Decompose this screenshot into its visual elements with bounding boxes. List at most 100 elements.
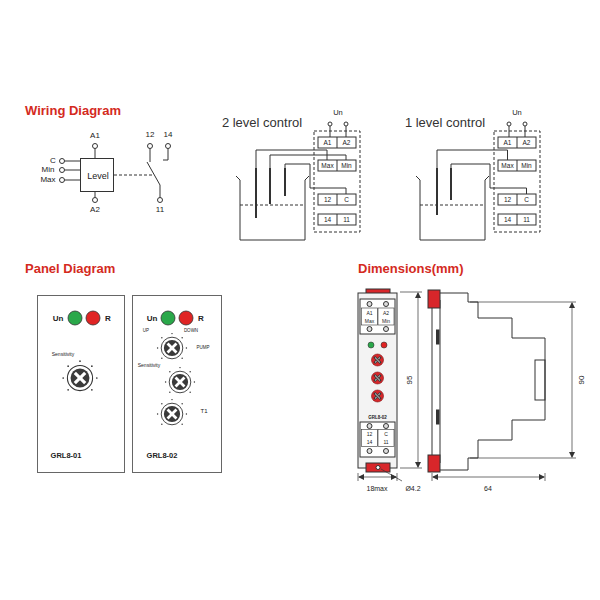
one-level-wiring (498, 137, 536, 148)
two-level-wiring (318, 214, 356, 225)
node-text: Un (147, 315, 158, 323)
relay-panel: UnRUPDOWNPUMPSensitivityT1GRL8-02 (132, 295, 222, 473)
level-box: Level (80, 158, 114, 192)
dimension-lines (470, 302, 576, 303)
dimension-lines (572, 303, 573, 457)
level-wiring (148, 144, 153, 149)
level-wiring (95, 192, 96, 198)
level-wiring (93, 144, 98, 149)
terminal-name: Max (40, 176, 55, 184)
supply-label: Un (512, 109, 522, 117)
one-level-wiring (498, 214, 536, 225)
node-text: Level (87, 172, 109, 181)
dimension-lines (400, 468, 422, 469)
model-name: GRL8-02 (368, 416, 387, 421)
dimension-lines (545, 473, 546, 481)
one-level-wiring (416, 176, 489, 240)
terminal-name: Min (42, 166, 55, 174)
terminal-name: A2 (523, 139, 531, 146)
level-wiring (160, 185, 161, 198)
dimension: 18max (366, 485, 387, 492)
sensitivity-dial (62, 360, 97, 390)
one-level-wiring (525, 126, 526, 137)
terminal-name: 12 (367, 432, 373, 437)
terminal-name: A2 (343, 139, 351, 146)
side-view (428, 290, 440, 308)
two-level-wiring (346, 126, 347, 137)
front-view (362, 430, 378, 447)
level-wiring (60, 159, 65, 164)
two-level-wiring (330, 126, 331, 137)
level-wiring (95, 149, 96, 159)
node-text: UP (143, 329, 149, 334)
mode-dial (157, 333, 187, 359)
terminal-name: 12 (146, 131, 155, 139)
dimension: Ø4.2 (405, 485, 420, 492)
green-led (161, 311, 175, 325)
front-view (372, 354, 384, 366)
dimension: 64 (484, 485, 492, 492)
node-text: Sensitivity (138, 363, 161, 368)
level-wiring (147, 162, 160, 185)
red-led (179, 311, 193, 325)
node-text: R (105, 315, 111, 323)
terminal-name: 12 (504, 196, 511, 203)
dimension: 95 (406, 375, 414, 386)
terminal-name: 11 (343, 216, 350, 223)
time-dial (157, 399, 187, 425)
front-view (367, 449, 372, 454)
terminal-name: 14 (164, 131, 173, 139)
dimension: 90 (578, 375, 586, 386)
one-level-wiring (437, 150, 508, 168)
front-view (384, 449, 389, 454)
level-wiring (60, 178, 65, 183)
one-level-wiring (416, 122, 540, 240)
side-view (437, 410, 440, 424)
front-view (367, 327, 372, 332)
green-led (68, 311, 82, 325)
level-wiring (93, 198, 98, 203)
front-view (372, 390, 384, 402)
level-wiring (60, 144, 171, 203)
level-wiring (168, 149, 169, 161)
front-view (360, 422, 395, 457)
one-level-wiring (507, 122, 511, 126)
relay-panel: UnRSensitivityGRL8-01 (37, 295, 125, 473)
terminal-name: Max (365, 319, 374, 324)
dimension-lines (400, 292, 422, 293)
dimension-lines (433, 477, 544, 478)
side-view (428, 290, 545, 472)
terminal-name: 11 (383, 440, 388, 445)
two-level-wiring (337, 194, 338, 205)
one-level-wiring (498, 194, 536, 205)
two-level-wiring (284, 168, 286, 196)
two-level-wiring (314, 131, 360, 232)
terminal-name: A1 (90, 132, 100, 140)
two-level-wiring (318, 137, 356, 148)
terminal-name: A2 (383, 311, 389, 316)
panel-figures (62, 311, 195, 425)
terminal-name: Max (321, 162, 333, 169)
front-view (381, 342, 387, 348)
front-view (358, 293, 397, 468)
two-level-wiring (236, 122, 360, 240)
terminal-name: 12 (324, 196, 331, 203)
two-level-wiring (328, 122, 332, 126)
node-text: GRL8-01 (51, 452, 82, 460)
terminal-name: A1 (504, 139, 512, 146)
section-heading: Wiring Diagram (25, 104, 121, 117)
dimension-lines (397, 473, 398, 481)
level-wiring (60, 168, 65, 173)
two-level-wiring (270, 155, 346, 168)
node-text: T1 (200, 408, 207, 414)
node-text: Sensitivity (52, 352, 75, 357)
level-wiring (166, 144, 171, 149)
level-wiring (163, 160, 168, 161)
front-view (384, 327, 389, 332)
two-level-wiring (344, 122, 348, 126)
one-level-wiring (451, 164, 527, 194)
terminal-name: C (524, 196, 529, 203)
terminal-name: C (344, 196, 349, 203)
